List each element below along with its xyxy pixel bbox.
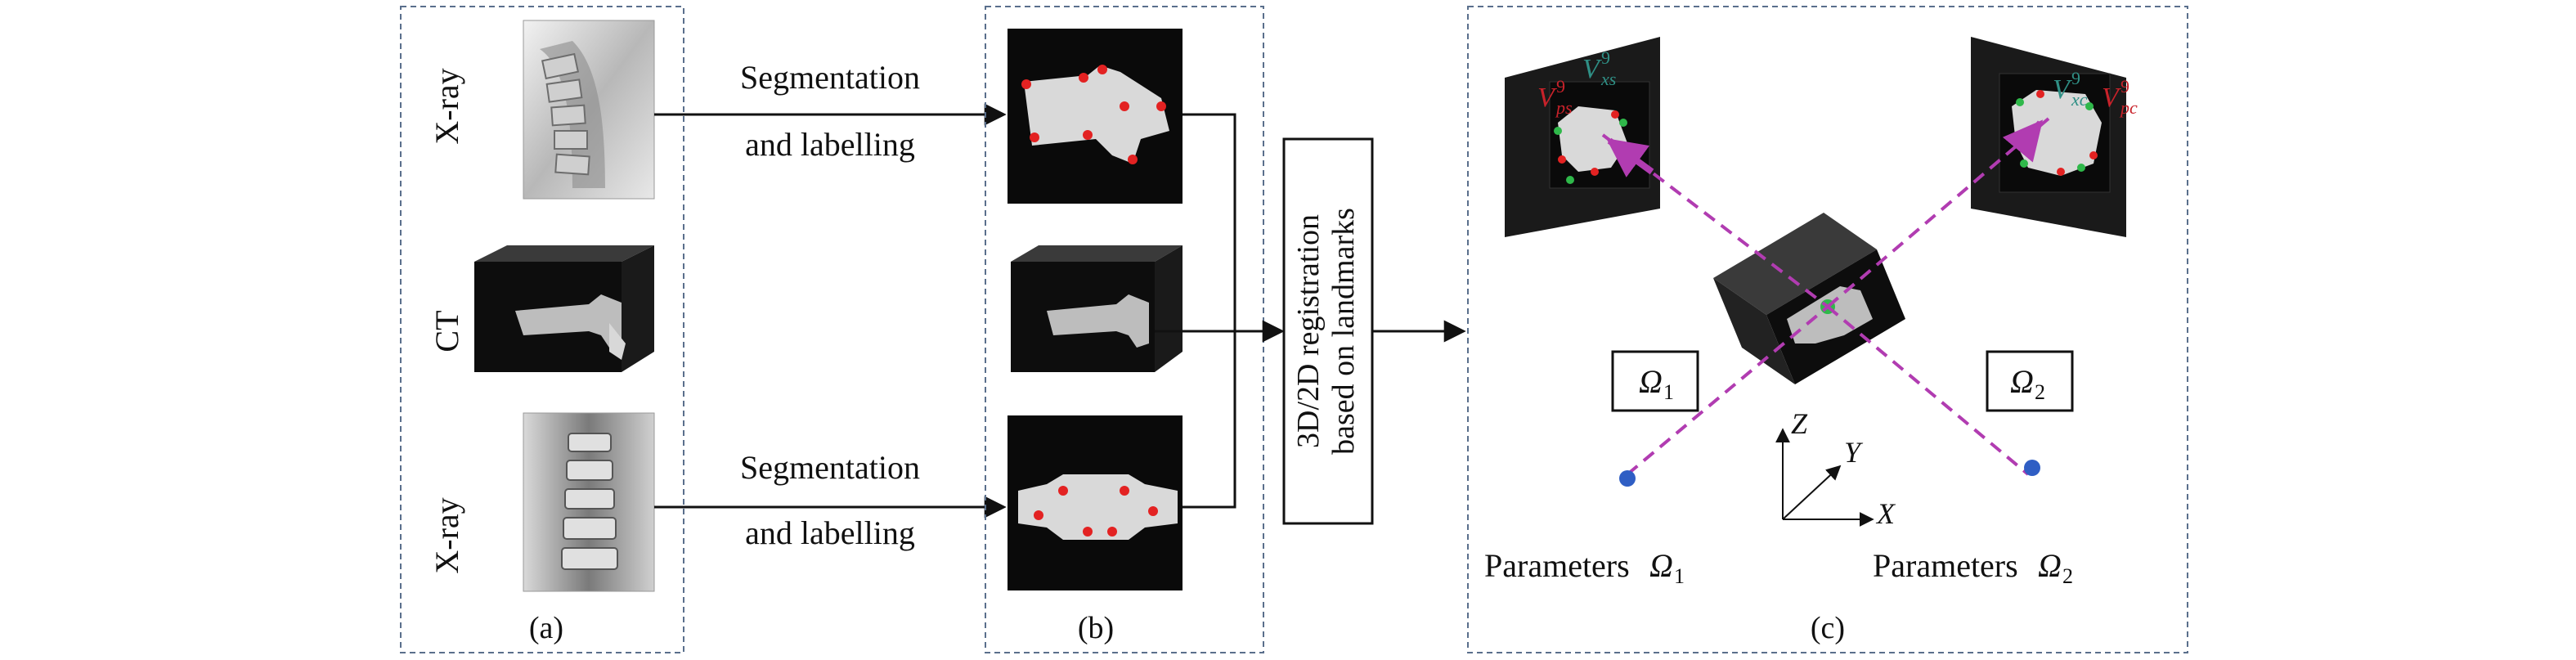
svg-text:1: 1 <box>1663 380 1674 404</box>
svg-text:pc: pc <box>2119 97 2138 118</box>
registration-line2: based on landmarks <box>1326 208 1361 455</box>
label-v-xs: V 9 xs <box>1582 47 1616 89</box>
landmarks-lateral <box>1021 65 1166 164</box>
segmented-ap-vertebra <box>1008 415 1183 590</box>
ct-volume-copy <box>1011 245 1183 372</box>
registration-box: 3D/2D registration based on landmarks <box>1282 137 1374 525</box>
panel-b-caption: (b) <box>1078 611 1114 645</box>
axis-label-z: Z <box>1791 407 1808 440</box>
row-label-xray-bottom: X-ray <box>429 497 465 573</box>
svg-text:2: 2 <box>2035 380 2045 404</box>
svg-text:ps: ps <box>1555 97 1573 118</box>
landmarks-ap <box>1034 486 1158 537</box>
left-detector-plane <box>1505 37 1660 237</box>
segmentation-top-line1: Segmentation <box>740 59 920 96</box>
lateral-xray-image <box>523 20 655 200</box>
segmented-lateral-vertebra <box>1008 29 1183 204</box>
panel-a-frame <box>400 6 684 653</box>
connector-bottom <box>1183 331 1236 509</box>
svg-text:Parameters: Parameters <box>1873 547 2018 584</box>
segmentation-bottom-line2: and labelling <box>745 514 915 551</box>
svg-text:xc: xc <box>2071 89 2088 110</box>
svg-text:Ω: Ω <box>1649 547 1673 584</box>
ap-xray-image <box>523 412 655 592</box>
panel-a-caption: (a) <box>529 611 563 645</box>
svg-text:xs: xs <box>1600 69 1616 89</box>
omega2-box: Ω 2 <box>1986 350 2074 412</box>
svg-text:9: 9 <box>2071 68 2080 88</box>
panel-c-caption: (c) <box>1811 611 1845 645</box>
panel-c-frame <box>1467 6 2188 653</box>
svg-text:1: 1 <box>1674 564 1685 588</box>
row-label-xray-top: X-ray <box>429 68 465 144</box>
svg-text:9: 9 <box>1556 76 1565 97</box>
parameters-omega1-label: Parameters Ω 1 <box>1484 547 1685 588</box>
right-detector-plane <box>1971 37 2126 237</box>
coordinate-axes <box>1775 428 1874 527</box>
svg-text:Ω: Ω <box>2038 547 2062 584</box>
registration-line1: 3D/2D registration <box>1291 214 1326 448</box>
row-label-ct: CT <box>429 310 465 352</box>
source-point-right <box>2024 460 2040 476</box>
projection-arrow-right <box>2002 119 2044 163</box>
segmentation-bottom-line1: Segmentation <box>740 449 920 486</box>
projection-arrow-left <box>1606 137 1654 177</box>
segmentation-top-line2: and labelling <box>745 126 915 163</box>
svg-text:2: 2 <box>2062 564 2073 588</box>
axis-label-x: X <box>1875 497 1896 530</box>
svg-text:9: 9 <box>1601 47 1610 68</box>
ct-volume-image <box>474 245 654 372</box>
svg-text:Ω: Ω <box>2010 363 2034 400</box>
centre-ct-volume <box>1713 213 1905 384</box>
source-point-left <box>1619 470 1636 487</box>
omega1-box: Ω 1 <box>1611 350 1699 412</box>
svg-text:Parameters: Parameters <box>1484 547 1630 584</box>
svg-text:Ω: Ω <box>1639 363 1663 400</box>
svg-text:9: 9 <box>2120 76 2129 97</box>
connector-top <box>1183 113 1236 331</box>
axis-label-y: Y <box>1844 436 1864 469</box>
parameters-omega2-label: Parameters Ω 2 <box>1873 547 2073 588</box>
